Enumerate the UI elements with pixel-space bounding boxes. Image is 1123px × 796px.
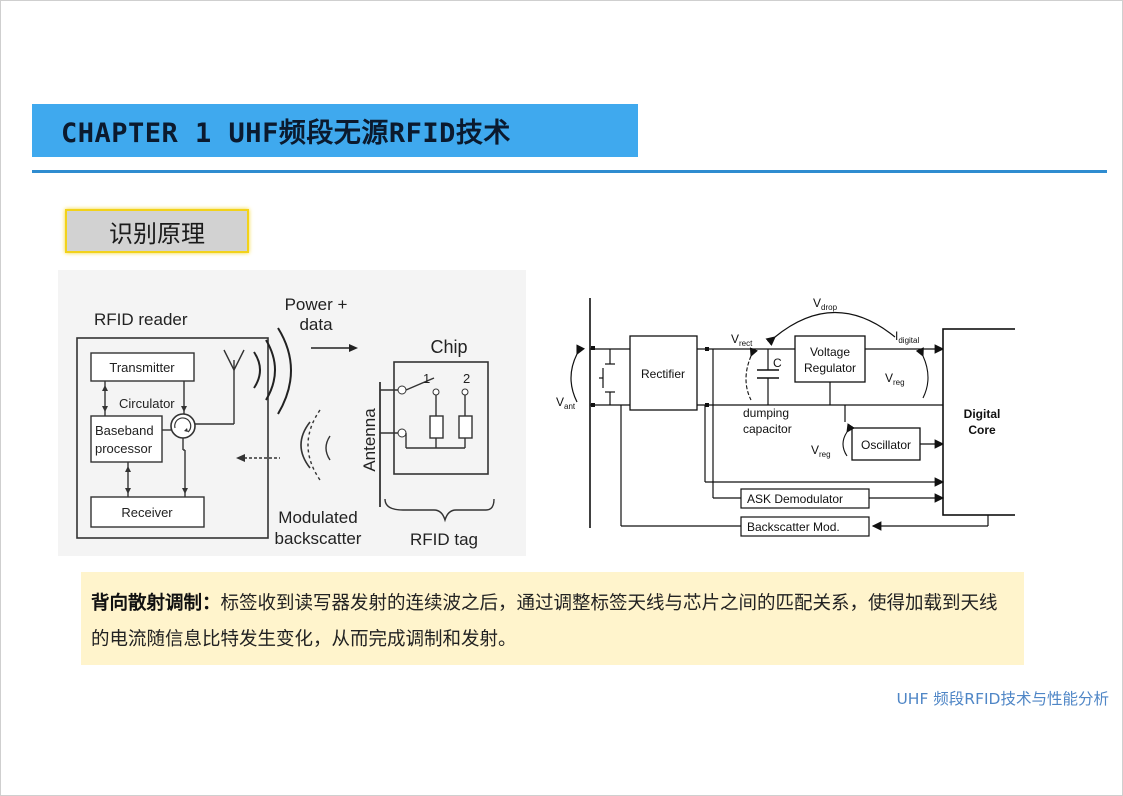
- v-reg-osc-sub: reg: [819, 450, 831, 459]
- svg-text:Vdrop: Vdrop: [813, 296, 838, 312]
- rectifier-label: Rectifier: [641, 367, 685, 381]
- v-rect-label: V: [731, 332, 739, 346]
- note-text: 标签收到读写器发射的连续波之后，通过调整标签天线与芯片之间的匹配关系，使得加载到…: [91, 593, 998, 650]
- v-ant-sub: ant: [564, 402, 576, 411]
- modulated-label-2: backscatter: [275, 529, 362, 548]
- chapter-title: CHAPTER 1 UHF频段无源RFID技术: [61, 118, 511, 149]
- svg-text:Vrect: Vrect: [731, 332, 753, 348]
- section-badge: 识别原理: [65, 209, 249, 253]
- note-title: 背向散射调制：: [91, 593, 221, 614]
- i-digital-label: I: [895, 329, 898, 343]
- v-drop-label: V: [813, 296, 821, 310]
- ask-demod-label: ASK Demodulator: [747, 492, 843, 506]
- tag-chip-block-diagram: Vant Rectifier Vrect C dumping capacitor…: [556, 296, 1015, 537]
- backscatter-mod-label: Backscatter Mod.: [747, 520, 840, 534]
- v-rect-sub: rect: [739, 339, 753, 348]
- switch-1-label: 1: [423, 371, 430, 386]
- circulator-label: Circulator: [119, 396, 175, 411]
- tag-label: RFID tag: [410, 530, 478, 549]
- power-label-1: Power +: [285, 295, 348, 314]
- backscatter-note: 背向散射调制：标签收到读写器发射的连续波之后，通过调整标签天线与芯片之间的匹配关…: [81, 572, 1024, 665]
- section-badge-label: 识别原理: [109, 219, 205, 248]
- i-digital-sub: digital: [898, 336, 919, 345]
- dumping-label-2: capacitor: [743, 422, 792, 436]
- cap-label: C: [773, 356, 782, 370]
- power-label-2: data: [299, 315, 333, 334]
- antenna-label: Antenna: [360, 408, 379, 472]
- svg-text:Vreg: Vreg: [811, 443, 831, 459]
- rfid-system-diagram: RFID reader Transmitter Circulator Baseb…: [58, 270, 526, 556]
- svg-text:Idigital: Idigital: [895, 329, 919, 345]
- oscillator-label: Oscillator: [861, 438, 911, 452]
- v-reg-label: V: [885, 371, 893, 385]
- baseband-label-1: Baseband: [95, 423, 154, 438]
- v-reg-osc-label: V: [811, 443, 819, 457]
- dumping-label-1: dumping: [743, 406, 789, 420]
- reader-label: RFID reader: [94, 310, 188, 329]
- voltage-reg-label-1: Voltage: [810, 345, 850, 359]
- chip-label: Chip: [430, 337, 467, 357]
- receiver-label: Receiver: [121, 505, 173, 520]
- chapter-title-bar: CHAPTER 1 UHF频段无源RFID技术: [32, 104, 638, 157]
- title-divider: [32, 170, 1107, 173]
- svg-text:Vant: Vant: [556, 395, 576, 411]
- v-ant-label: V: [556, 395, 564, 409]
- digital-core-label-1: Digital: [964, 407, 1001, 421]
- svg-text:Vreg: Vreg: [885, 371, 905, 387]
- switch-2-label: 2: [463, 371, 470, 386]
- transmitter-label: Transmitter: [109, 360, 175, 375]
- footer-caption: UHF 频段RFID技术与性能分析: [896, 690, 1109, 708]
- baseband-label-2: processor: [95, 441, 153, 456]
- voltage-reg-label-2: Regulator: [804, 361, 856, 375]
- digital-core-label-2: Core: [968, 423, 996, 437]
- v-drop-sub: drop: [821, 303, 838, 312]
- modulated-label-1: Modulated: [278, 508, 357, 527]
- v-reg-sub: reg: [893, 378, 905, 387]
